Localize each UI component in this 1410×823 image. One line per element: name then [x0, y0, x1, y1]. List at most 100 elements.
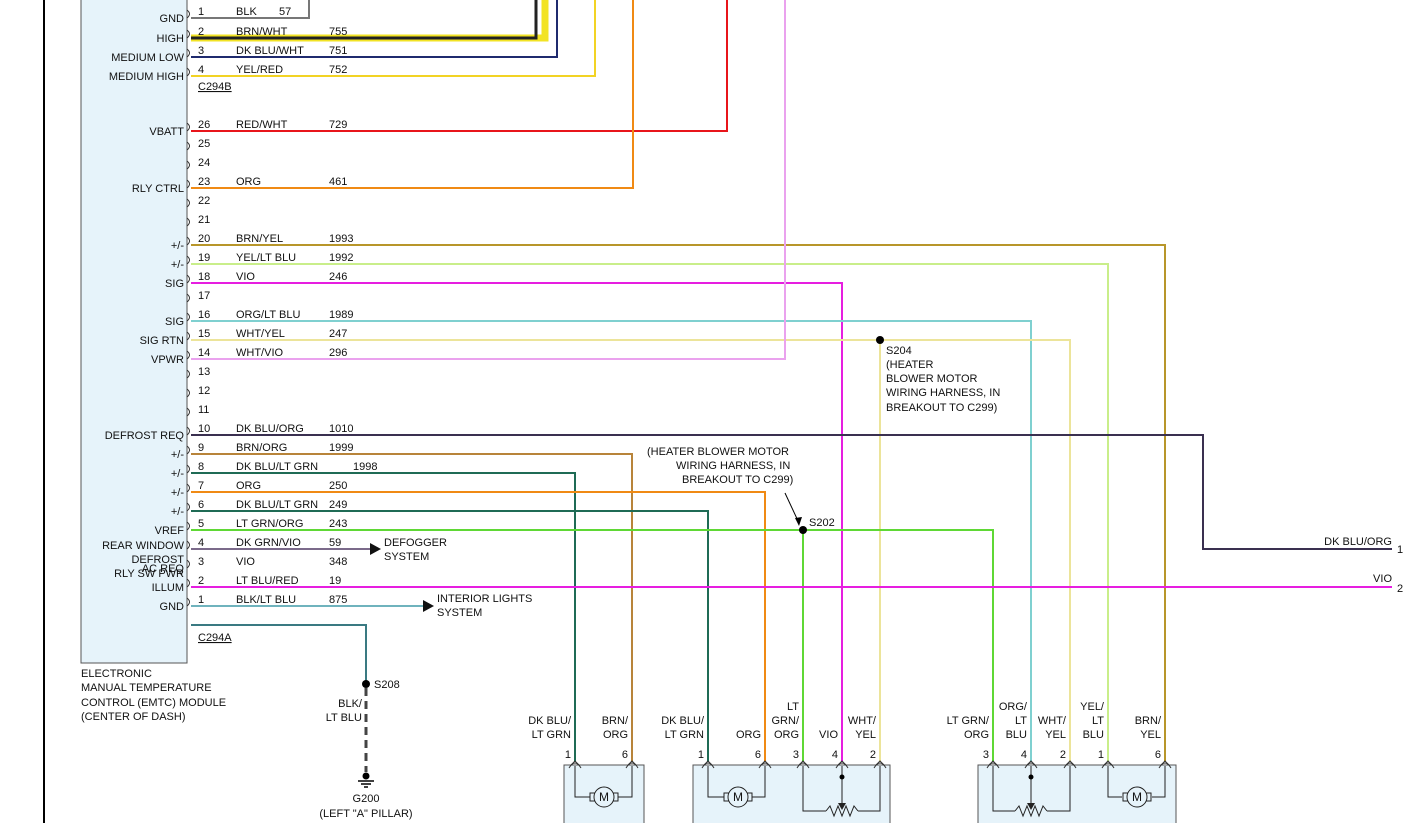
splice-s204-name: S204 [886, 345, 912, 357]
pin-number: 4 [198, 64, 204, 76]
circuit-number: 348 [329, 556, 347, 568]
defogger-arrow-icon [370, 543, 381, 555]
terminal-cavity-icon [1063, 762, 1077, 769]
blower-motor-icon: M [589, 786, 619, 808]
terminal-wire-label: GRN/ [772, 715, 800, 727]
terminal-arrow-icon [760, 760, 770, 766]
pin-function-label: REAR WINDOW [102, 540, 185, 552]
terminal-cavity-icon [835, 762, 849, 769]
pin-function-label: +/- [171, 487, 184, 499]
splice-s202-pointer-head-icon [795, 517, 802, 526]
terminal-arrow-icon [1026, 760, 1036, 766]
terminal-pin-number: 1 [698, 749, 704, 761]
terminal-cavity-icon [796, 762, 810, 769]
splice-s208-name: S208 [374, 679, 400, 691]
right-output-wire: VIO [1373, 573, 1392, 585]
wire-color-code: VIO [236, 271, 255, 283]
connector-cavity-icon [186, 464, 190, 474]
terminal-wire-label: ORG/ [999, 701, 1028, 713]
pin-function-label: VREF [155, 525, 185, 537]
terminal-cavity-icon [1101, 762, 1115, 769]
connector-cavity-icon [186, 426, 190, 436]
splice-s208-dot [362, 680, 370, 688]
pin-number: 26 [198, 119, 210, 131]
pin-function-label: MEDIUM HIGH [109, 71, 184, 83]
connector-cavity-icon [186, 217, 190, 227]
module-caption-line: (CENTER OF DASH) [81, 711, 186, 723]
pin-number: 10 [198, 423, 210, 435]
wire-color-code: WHT/YEL [236, 328, 285, 340]
pin-number: 2 [198, 575, 204, 587]
pin-function-label: VBATT [149, 126, 184, 138]
wire-c294b-4 [191, 0, 596, 77]
pin-number: 9 [198, 442, 204, 454]
wire-pin-5 [191, 529, 994, 762]
pin-number: 15 [198, 328, 210, 340]
pin-number: 23 [198, 176, 210, 188]
circuit-number: 752 [329, 64, 347, 76]
connector-cavity-icon [186, 160, 190, 170]
module-caption-line: MANUAL TEMPERATURE [81, 682, 212, 694]
circuit-number: 59 [329, 537, 341, 549]
pin-number: 2 [198, 26, 204, 38]
circuit-number: 461 [329, 176, 347, 188]
module-caption: ELECTRONIC MANUAL TEMPERATURE CONTROL (E… [81, 668, 226, 723]
connector-cavity-icon [186, 369, 190, 379]
pin-function-label: VPWR [151, 354, 184, 366]
splice-s208-wire: LT BLU [326, 712, 362, 724]
terminal-arrow-icon [1160, 760, 1170, 766]
pin-function-label: DEFROST REQ [105, 430, 185, 442]
pin-number: 8 [198, 461, 204, 473]
connector-cavity-icon [186, 331, 190, 341]
terminal-wire-label: ORG [603, 729, 628, 741]
terminal-pin-number: 3 [983, 749, 989, 761]
terminal-arrow-icon [988, 760, 998, 766]
terminal-wire-label: LT GRN/ [947, 715, 990, 727]
ground-name: G200 [353, 793, 380, 805]
circuit-number: 1998 [353, 461, 377, 473]
terminal-wire-label: BRN/ [602, 715, 629, 727]
connector-cavity-icon [186, 9, 190, 19]
connector-cavity-icon [186, 502, 190, 512]
wire-pin-6 [191, 510, 709, 762]
connector-cavity-icon [186, 274, 190, 284]
terminal-wire-label: WHT/ [1038, 715, 1067, 727]
wire-pin-20 [191, 244, 1166, 762]
potentiometer-resistor-icon [825, 804, 859, 818]
splice-s202-desc: WIRING HARNESS, IN [676, 460, 790, 472]
connector-cavity-icon [186, 255, 190, 265]
pin-number: 18 [198, 271, 210, 283]
terminal-cavity-icon [758, 762, 772, 769]
right-output-pin: 1 [1397, 544, 1403, 556]
ground-icon [358, 780, 374, 788]
defogger-label: DEFOGGER [384, 537, 447, 549]
pin-function-label: +/- [171, 259, 184, 271]
wire-pin-8 [191, 472, 576, 762]
terminal-cavity-icon [986, 762, 1000, 769]
terminal-pin-number: 6 [622, 749, 628, 761]
pin-number: 24 [198, 157, 210, 169]
potentiometer-wiper-icon [838, 803, 846, 810]
splice-s204-desc: WIRING HARNESS, IN [886, 387, 1000, 399]
module-caption-line: ELECTRONIC [81, 668, 152, 680]
pin-function-label: MEDIUM LOW [111, 52, 184, 64]
splice-s202-desc: (HEATER BLOWER MOTOR [647, 446, 789, 458]
circuit-number: 755 [329, 26, 347, 38]
terminal-cavity-icon [568, 762, 582, 769]
interior-lights-label: SYSTEM [437, 607, 482, 619]
connector-cavity-icon [186, 388, 190, 398]
